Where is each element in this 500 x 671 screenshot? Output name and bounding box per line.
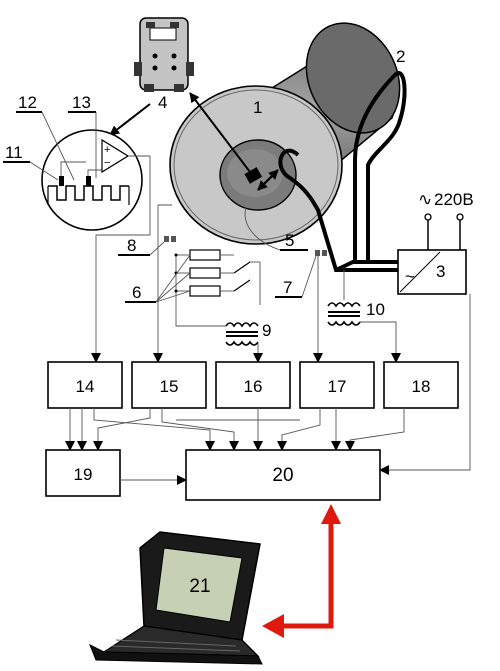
bore-sensor xyxy=(189,92,279,191)
svg-text:8: 8 xyxy=(127,236,136,255)
power-supply: ~ 3 xyxy=(397,213,467,295)
laptop: 21 xyxy=(89,531,263,665)
probe-to-magnifier-arrow xyxy=(109,103,151,136)
label-12: 12 xyxy=(16,93,75,181)
resistor-bank: 6 xyxy=(125,249,261,320)
block-15: 15 xyxy=(131,361,207,409)
label-2: 2 xyxy=(396,47,405,66)
svg-text:7: 7 xyxy=(283,278,292,297)
mains-symbol: ∿ xyxy=(418,190,432,209)
block-19: 19 xyxy=(45,449,121,497)
svg-text:6: 6 xyxy=(132,283,141,302)
block-16: 16 xyxy=(215,361,291,409)
svg-text:5: 5 xyxy=(285,231,294,250)
svg-text:14: 14 xyxy=(76,377,95,396)
label-5: 5 xyxy=(244,207,308,251)
svg-text:15: 15 xyxy=(160,377,179,396)
magnifier-circle xyxy=(41,129,150,231)
svg-text:20: 20 xyxy=(272,465,293,486)
signal-lines xyxy=(91,156,471,475)
block-14: 14 xyxy=(47,361,123,409)
label-1: 1 xyxy=(253,98,262,117)
svg-text:10: 10 xyxy=(366,300,385,319)
sensor-7: 7 xyxy=(275,250,327,298)
transformer-10: 10 xyxy=(327,270,385,326)
block-18: 18 xyxy=(383,361,459,409)
block-20: 20 xyxy=(185,449,381,501)
svg-text:13: 13 xyxy=(72,93,91,112)
mains-label: 220В xyxy=(434,190,474,209)
svg-text:3: 3 xyxy=(436,262,445,281)
svg-text:16: 16 xyxy=(244,377,263,396)
red-link-arrow xyxy=(262,504,341,638)
svg-text:17: 17 xyxy=(328,377,347,396)
svg-text:9: 9 xyxy=(262,321,271,340)
svg-text:11: 11 xyxy=(5,143,23,162)
cylinder-tube xyxy=(169,22,401,245)
block-17: 17 xyxy=(299,361,375,409)
probe-device xyxy=(134,17,194,92)
svg-text:21: 21 xyxy=(189,576,210,597)
sensor-8: 8 xyxy=(118,236,176,256)
label-13: 13 xyxy=(68,93,97,178)
svg-text:18: 18 xyxy=(412,377,431,396)
svg-text:12: 12 xyxy=(18,93,37,112)
svg-text:19: 19 xyxy=(74,465,93,484)
label-11: 11 xyxy=(3,143,59,181)
block-links xyxy=(65,408,405,451)
svg-text:~: ~ xyxy=(405,267,415,286)
amp-minus-sign: − xyxy=(104,157,110,169)
label-4: 4 xyxy=(158,93,167,112)
coil-cables xyxy=(278,71,407,272)
transformer-9: 9 xyxy=(225,321,271,346)
amp-plus-sign: + xyxy=(104,144,110,156)
